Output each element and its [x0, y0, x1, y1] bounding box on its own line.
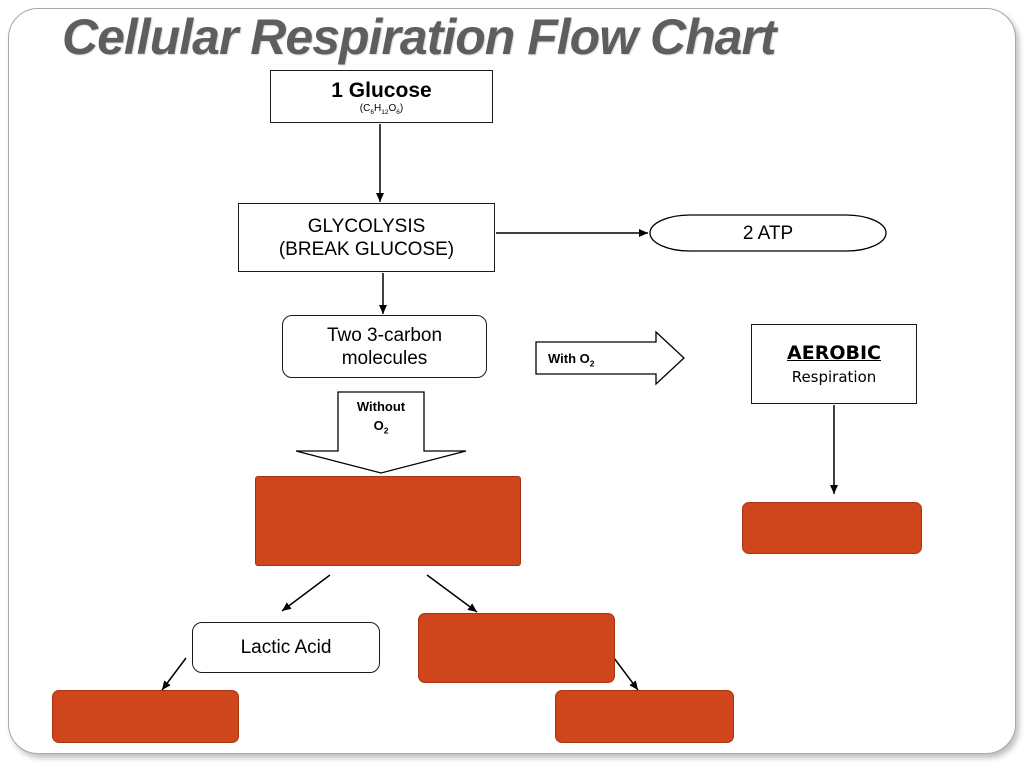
glucose-label: 1 Glucose: [331, 78, 432, 102]
aerobic-subtitle: Respiration: [791, 368, 877, 386]
glucose-formula: (C6H12O6): [359, 102, 404, 116]
glycolysis-box: GLYCOLYSIS (BREAK GLUCOSE): [238, 203, 495, 272]
three-carbon-box: Two 3-carbon molecules: [282, 315, 487, 378]
aerobic-result-red-box: [742, 502, 922, 554]
arrow-red-to-bottom-right: [613, 657, 639, 691]
arrow-red-to-right-red: [426, 574, 478, 613]
anaerobic-red-box: [255, 476, 521, 566]
without-o2-label: Without O2: [356, 399, 406, 436]
aerobic-box: AEROBIC Respiration: [751, 324, 917, 404]
bottom-left-red-box: [52, 690, 239, 743]
glycolysis-line2: (BREAK GLUCOSE): [278, 238, 455, 260]
with-o2-label: With O2: [548, 351, 595, 369]
three-carbon-line1: Two 3-carbon: [326, 324, 443, 346]
with-o2-block-arrow: [535, 330, 685, 386]
atp-ellipse: [649, 214, 887, 252]
bottom-right-red-box: [555, 690, 734, 743]
lactic-acid-box: Lactic Acid: [192, 622, 380, 673]
without-o2-block-arrow: [295, 391, 467, 474]
fermentation-red-box: [418, 613, 615, 683]
atp-label: 2 ATP: [742, 223, 794, 244]
aerobic-title: AEROBIC: [787, 342, 881, 364]
page-title: Cellular Respiration Flow Chart: [62, 9, 777, 65]
arrow-lactic-to-bottom-left: [161, 657, 187, 691]
three-carbon-line2: molecules: [341, 347, 428, 369]
glucose-box: 1 Glucose (C6H12O6): [270, 70, 493, 123]
glycolysis-line1: GLYCOLYSIS: [307, 215, 426, 237]
arrow-red-to-lactic-acid: [281, 574, 331, 612]
lactic-acid-label: Lactic Acid: [240, 637, 332, 658]
